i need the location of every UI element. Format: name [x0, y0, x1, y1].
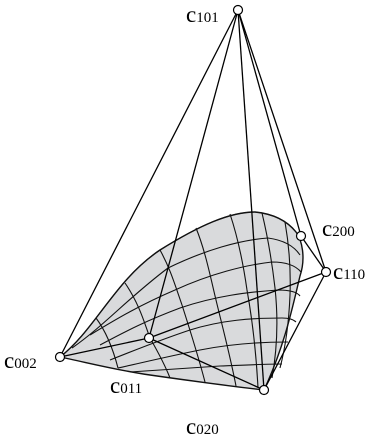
grid-line — [89, 261, 302, 336]
grid-line — [229, 213, 259, 389]
label-c011: c011 — [110, 373, 142, 398]
control-point-c011 — [143, 332, 155, 344]
control-point-c110 — [320, 266, 332, 278]
grid-line — [95, 317, 119, 369]
control-point-c020 — [258, 384, 270, 396]
grid-line — [71, 237, 301, 349]
label-c110: c110 — [333, 259, 365, 284]
grid-line — [195, 227, 237, 387]
control-edge-c011-c020 — [148, 337, 265, 391]
label-c200: c200 — [322, 216, 355, 241]
surface-patch — [60, 212, 303, 390]
control-edge-c200-c110 — [300, 235, 327, 273]
control-point-c002 — [54, 351, 66, 363]
grid-line — [117, 341, 289, 369]
surface-boundary — [58, 211, 304, 391]
control-net — [59, 9, 327, 391]
label-c002: c002 — [4, 348, 37, 373]
surface-grid — [59, 211, 302, 389]
control-edge-c002-c011 — [59, 337, 150, 358]
grid-line — [261, 212, 278, 379]
control-point-c101 — [232, 4, 244, 16]
control-edge-c011-c110 — [148, 271, 327, 339]
label-c020: c020 — [186, 414, 219, 439]
label-c101: c101 — [186, 2, 219, 27]
control-edge-c101-c011 — [148, 9, 239, 339]
control-edge-c110-c020 — [263, 271, 327, 391]
control-edge-c101-c020 — [237, 9, 265, 391]
control-point-c200 — [295, 230, 307, 242]
grid-line — [279, 221, 291, 369]
grid-line — [129, 363, 283, 373]
control-edge-c101-c002 — [59, 9, 239, 358]
control-edge-c101-c110 — [237, 9, 327, 273]
control-edge-c101-c200 — [237, 9, 302, 237]
